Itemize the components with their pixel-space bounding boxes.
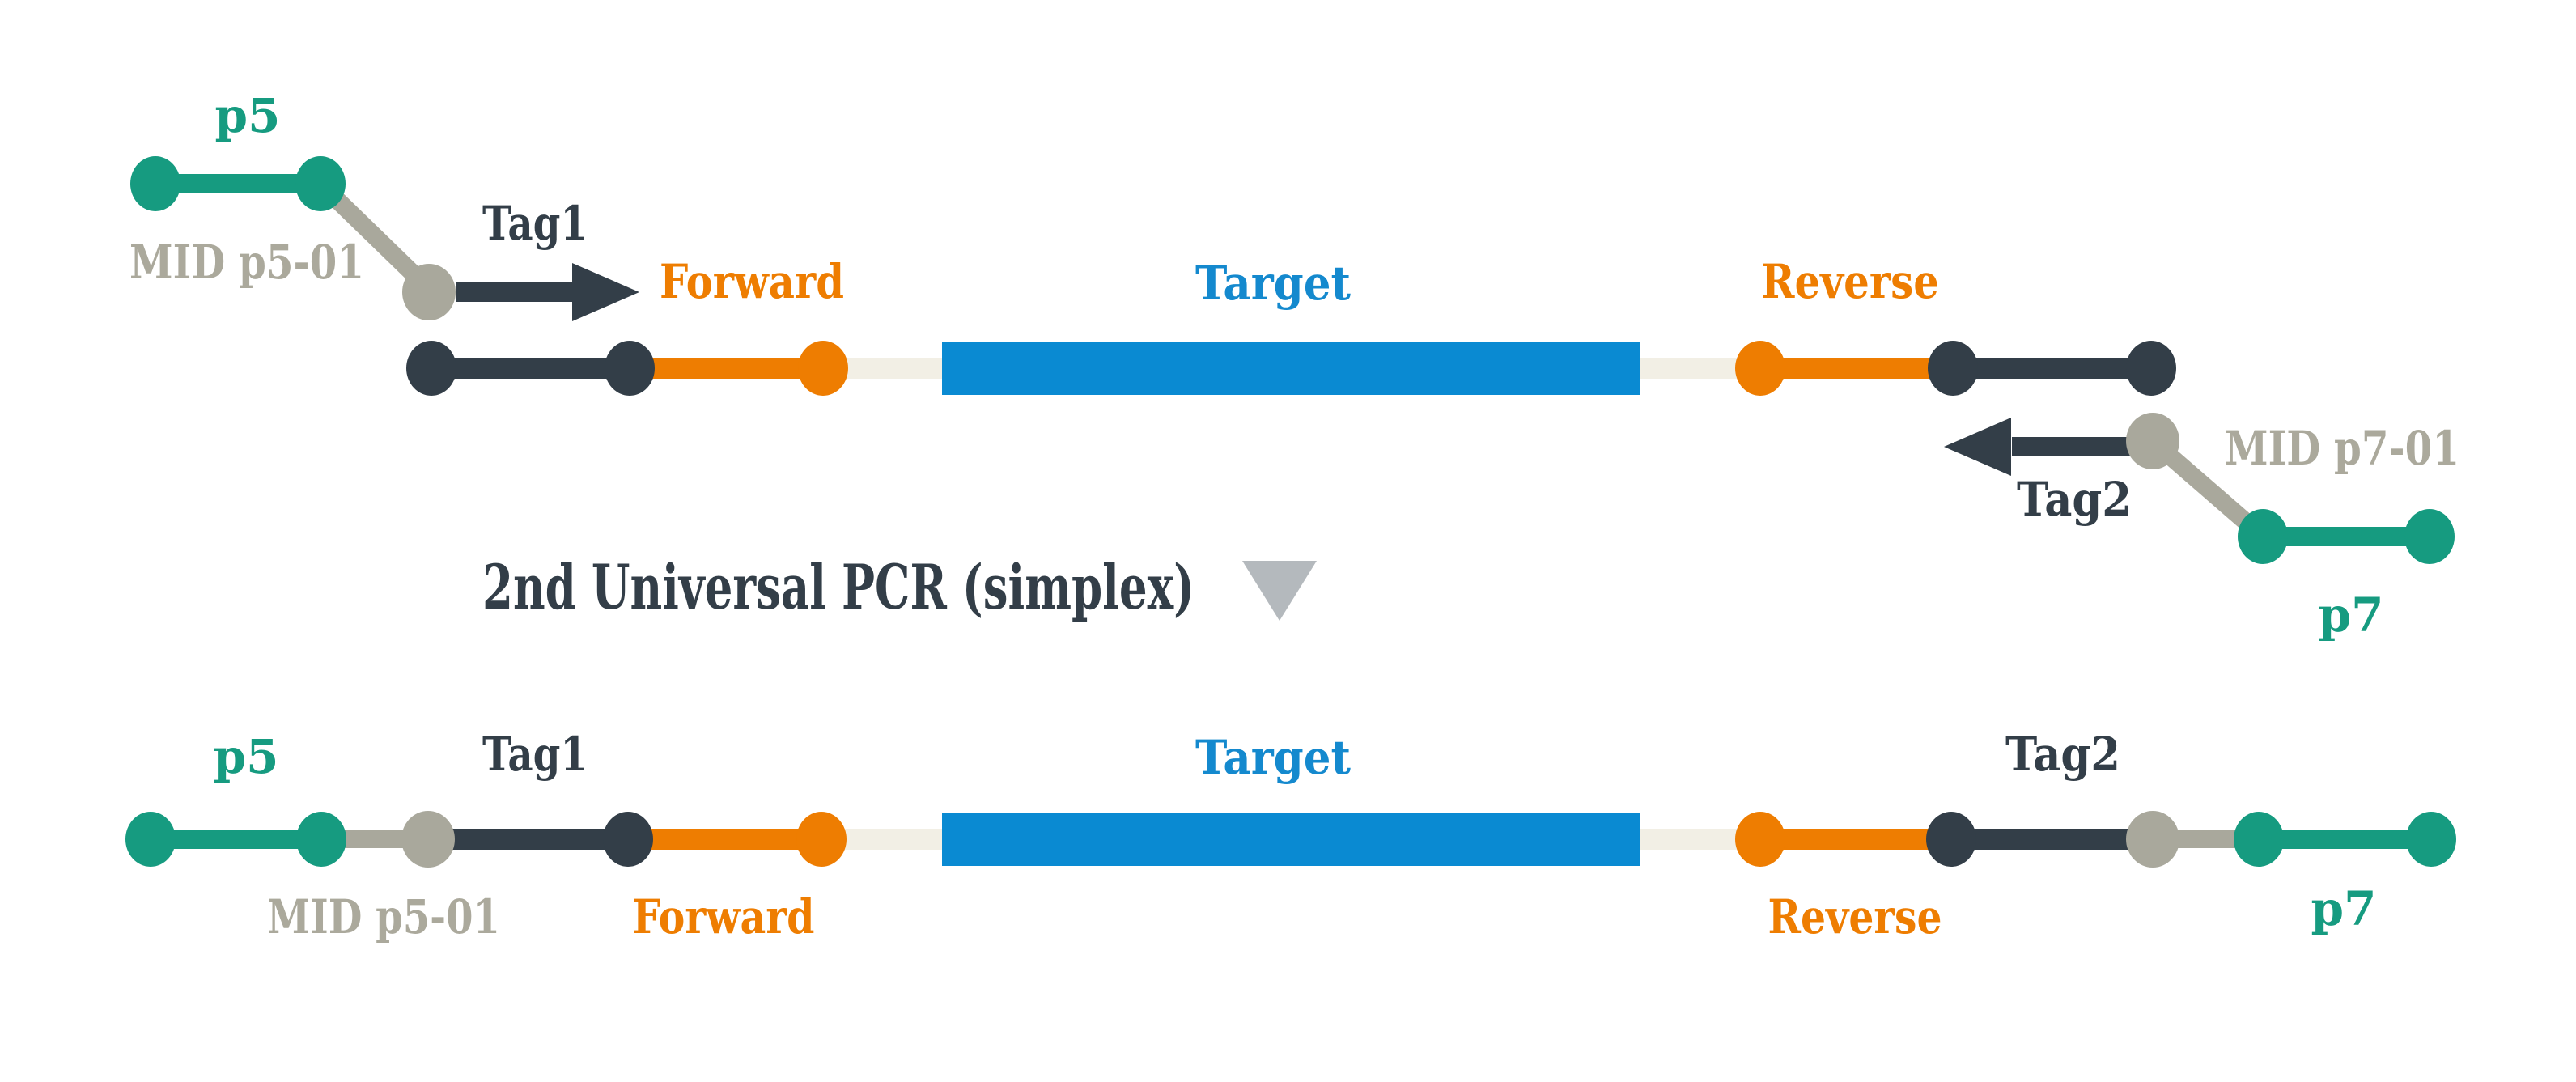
forward-label-bottom: Forward [633, 889, 815, 944]
tag1-node-bottom [603, 812, 653, 867]
tag2-node-left-top [1928, 341, 1978, 396]
p5-adapter-node-left [130, 156, 180, 211]
forward-arrow-head [572, 263, 639, 321]
p5-label-bottom: p5 [214, 729, 279, 784]
p7-label-top: p7 [2319, 588, 2384, 643]
tag2-node-right-top [2126, 341, 2176, 396]
tag1-node-right-top [605, 341, 655, 396]
p7-node-right-bottom [2406, 812, 2456, 867]
p7-adapter-arm-top [2126, 413, 2455, 564]
p5-node-right-bottom [296, 812, 346, 867]
p5-node-left-bottom [125, 812, 176, 867]
tag2-node-bottom [1926, 812, 1976, 867]
reverse-node-top [1735, 341, 1785, 396]
p7-adapter-node-right [2404, 509, 2455, 564]
mid-p7-label-top: MID p7-01 [2225, 421, 2459, 476]
reverse-label-top: Reverse [1761, 254, 1939, 309]
reverse-arrow-head [1944, 418, 2011, 476]
mid-p5-label-top: MID p5-01 [129, 235, 364, 290]
tag2-label-top: Tag2 [2017, 472, 2132, 527]
tag2-label-bottom: Tag2 [2005, 727, 2120, 782]
target-bar-top [942, 342, 1640, 395]
tag1-node-left-top [406, 341, 456, 396]
p5-label-top: p5 [215, 88, 281, 143]
mid-p5-node [402, 264, 456, 320]
tag1-label-top: Tag1 [482, 196, 588, 251]
reverse-primer-arrow-icon [1944, 418, 2130, 476]
mid-p5-label-bottom: MID p5-01 [267, 889, 500, 944]
bottom-amplicon-construct [125, 811, 2456, 868]
top-template-construct [406, 341, 2176, 396]
p5-adapter-node-right [295, 156, 346, 211]
mid-p7-node [2126, 413, 2179, 469]
forward-node-bottom [796, 812, 847, 867]
down-triangle-icon [1242, 561, 1317, 621]
target-label-bottom: Target [1195, 730, 1351, 785]
p5-adapter-arm-top [130, 156, 456, 320]
reverse-label-bottom: Reverse [1768, 889, 1942, 944]
mid-p5-node-bottom [401, 811, 455, 868]
pcr-step-title: 2nd Universal PCR (simplex) [482, 551, 1195, 623]
mid-p7-node-bottom [2126, 811, 2179, 868]
p7-node-left-bottom [2234, 812, 2284, 867]
forward-primer-arrow-icon [456, 263, 639, 321]
target-bar-bottom [942, 813, 1640, 866]
target-label-top: Target [1195, 256, 1351, 311]
reverse-node-bottom [1735, 812, 1785, 867]
p7-label-bottom: p7 [2311, 881, 2377, 936]
forward-node-top [798, 341, 848, 396]
p7-adapter-node-left [2238, 509, 2288, 564]
forward-label-top: Forward [660, 254, 844, 309]
tag1-label-bottom: Tag1 [482, 727, 588, 782]
